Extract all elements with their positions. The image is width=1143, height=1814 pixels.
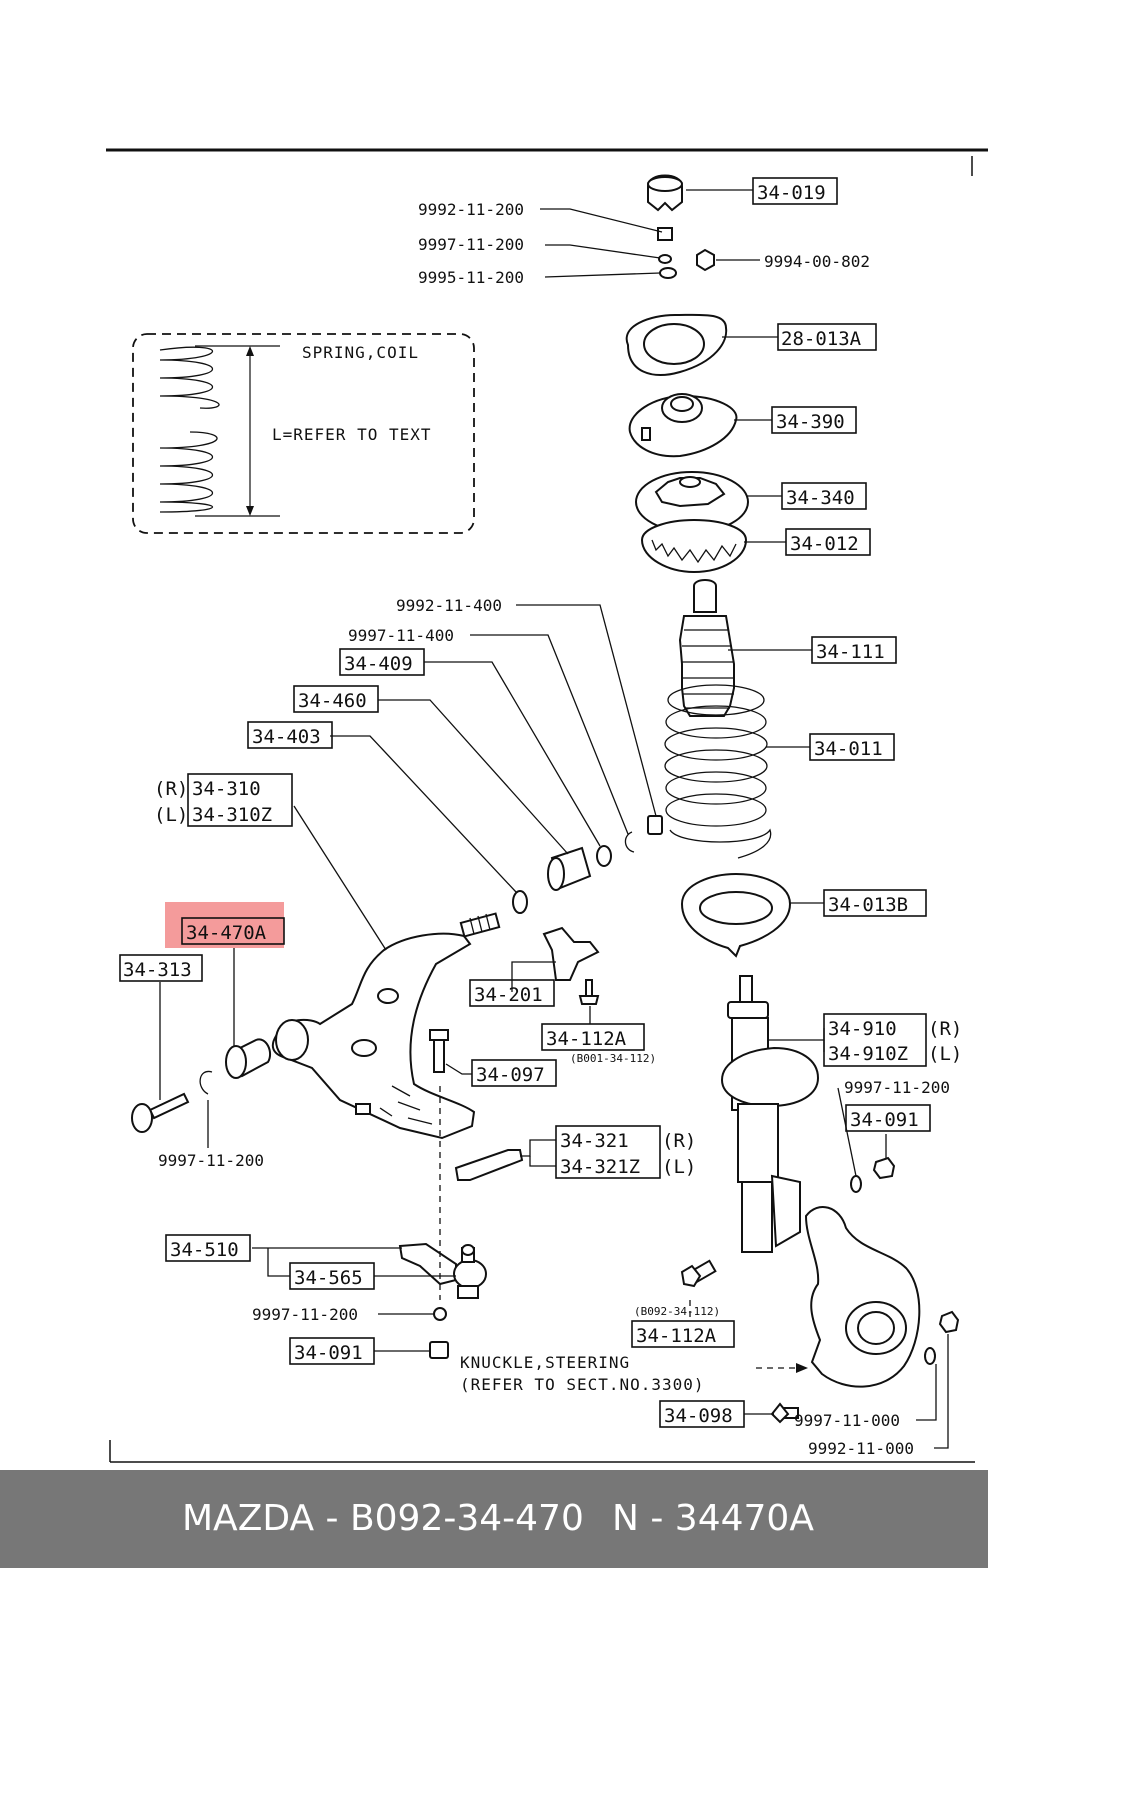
label-34-910: 34-910 xyxy=(828,1018,897,1040)
label-34-201: 34-201 xyxy=(474,984,543,1006)
label-34-097: 34-097 xyxy=(476,1064,545,1086)
label-34-098: 34-098 xyxy=(664,1405,733,1427)
dust-boot-part xyxy=(678,615,735,717)
ball-joint-part xyxy=(398,1242,457,1286)
spring-coil-note: SPRING,COIL L=REFER TO TEXT xyxy=(132,333,475,534)
lock-nut-part xyxy=(657,227,673,241)
label-34-910-l: (L) xyxy=(928,1043,962,1065)
label-34-470A-highlighted: 34-470A xyxy=(186,922,267,944)
label-boxes xyxy=(119,177,931,1428)
label-9992-11-200-top: 9992-11-200 xyxy=(418,200,524,219)
label-34-409: 34-409 xyxy=(344,653,413,675)
label-34-340: 34-340 xyxy=(786,487,855,509)
leader-lines xyxy=(159,189,949,1449)
label-34-321: 34-321 xyxy=(560,1130,629,1152)
label-34-091-right: 34-091 xyxy=(850,1109,919,1131)
label-34-313: 34-313 xyxy=(123,959,192,981)
label-9992-11-000: 9992-11-000 xyxy=(808,1439,914,1458)
bolt-34-313-part xyxy=(148,1092,190,1120)
label-9997-11-400: 9997-11-400 xyxy=(348,626,454,645)
label-9997-11-200-bottom: 9997-11-200 xyxy=(252,1305,358,1324)
label-side-l: (L) xyxy=(154,804,188,826)
label-9997-11-200-right: 9997-11-200 xyxy=(844,1078,950,1097)
label-34-013B: 34-013B xyxy=(828,894,908,916)
brand-part-number: MAZDA - B092-34-470 xyxy=(182,1498,584,1539)
label-34-565: 34-565 xyxy=(294,1267,363,1289)
spring-seat-part xyxy=(640,518,748,574)
label-9997-11-200-left: 9997-11-200 xyxy=(158,1151,264,1170)
knuckle-note-line1: KNUCKLE,STEERING xyxy=(460,1353,630,1372)
label-34-019: 34-019 xyxy=(757,182,826,204)
label-34-321Z: 34-321Z xyxy=(560,1156,640,1178)
label-34-112A-mid-sub: (B001-34-112) xyxy=(570,1052,656,1065)
label-34-012: 34-012 xyxy=(790,533,859,555)
label-34-091-bottom: 34-091 xyxy=(294,1342,363,1364)
lower-control-arm-part xyxy=(271,932,476,1140)
label-9995-11-200: 9995-11-200 xyxy=(418,268,524,287)
coil-spring-part xyxy=(664,684,772,859)
label-34-510: 34-510 xyxy=(170,1239,239,1261)
flange-nut-part xyxy=(696,248,715,272)
control-arm-assembly xyxy=(131,912,524,1359)
label-34-112A-bottom: 34-112A xyxy=(636,1325,717,1347)
stabilizer-bracket-part xyxy=(542,926,600,981)
highlight-marker xyxy=(165,902,284,948)
stopper-34-321-part xyxy=(454,1149,524,1181)
label-34-321-r: (R) xyxy=(662,1130,696,1152)
label-34-403: 34-403 xyxy=(252,726,321,748)
spring-note-title: SPRING,COIL xyxy=(302,343,419,362)
label-side-r: (R) xyxy=(154,778,188,800)
label-34-910-r: (R) xyxy=(928,1018,962,1040)
frame xyxy=(106,148,988,1463)
bump-stop-part xyxy=(693,579,717,613)
label-34-310: 34-310 xyxy=(192,778,261,800)
knuckle-note-line2: (REFER TO SECT.NO.3300) xyxy=(460,1375,705,1394)
label-34-111: 34-111 xyxy=(816,641,885,663)
spring-note-length: L=REFER TO TEXT xyxy=(272,425,432,444)
label-9997-11-000: 9997-11-000 xyxy=(794,1411,900,1430)
label-9994-00-802: 9994-00-802 xyxy=(764,252,870,271)
shock-absorber-part xyxy=(720,975,820,1253)
exploded-parts-diagram: SPRING,COIL L=REFER TO TEXT xyxy=(106,148,988,1463)
strut-assembly xyxy=(512,174,960,1424)
steering-knuckle-part xyxy=(804,1206,921,1388)
label-9992-11-400: 9992-11-400 xyxy=(396,596,502,615)
part-info-footer: MAZDA - B092-34-470 N - 34470A xyxy=(0,1470,988,1568)
label-34-460: 34-460 xyxy=(298,690,367,712)
label-34-112A-bottom-sub: (B092-34-112) xyxy=(634,1305,720,1318)
label-34-910Z: 34-910Z xyxy=(828,1043,908,1065)
label-34-321-l: (L) xyxy=(662,1156,696,1178)
label-34-011: 34-011 xyxy=(814,738,883,760)
oem-code: N - 34470A xyxy=(612,1498,814,1539)
bolt-34-097-part xyxy=(433,1037,445,1073)
label-28-013A: 28-013A xyxy=(781,328,862,350)
label-9997-11-200-top: 9997-11-200 xyxy=(418,235,524,254)
label-34-310Z: 34-310Z xyxy=(192,804,272,826)
label-34-390: 34-390 xyxy=(776,411,845,433)
label-34-112A-mid: 34-112A xyxy=(546,1028,627,1050)
